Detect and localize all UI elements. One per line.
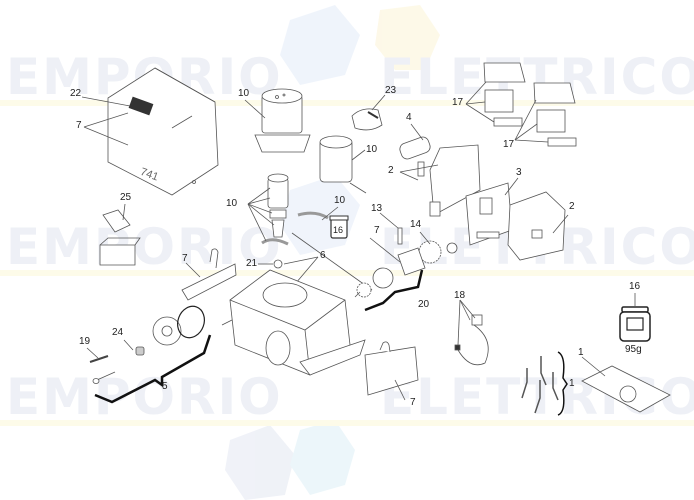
small-jar-label: 16 <box>333 225 344 235</box>
rotor-part <box>261 173 329 246</box>
cable-bracket-part <box>181 248 237 301</box>
model-marking: 741 <box>139 166 160 184</box>
hexagon-logo-icon <box>280 5 360 85</box>
motor-bell-part <box>254 88 311 153</box>
gear-shaft-part <box>354 227 458 298</box>
callout-5: 5 <box>162 381 168 392</box>
callout-20: 20 <box>418 299 430 310</box>
base-cover-part <box>364 341 419 396</box>
capacitor-part <box>399 136 431 160</box>
callout-10: 10 <box>226 198 238 209</box>
microswitch-part <box>454 314 489 366</box>
callout-7: 7 <box>182 253 188 264</box>
callout-19: 19 <box>79 336 91 347</box>
faac-badge-icon <box>128 96 154 116</box>
callout-18: 18 <box>454 290 466 301</box>
packaging-box-part <box>99 209 141 266</box>
control-board-part <box>465 182 513 246</box>
callout-25: 25 <box>120 192 132 203</box>
callout-7: 7 <box>410 397 416 408</box>
callout-14: 14 <box>410 219 422 230</box>
callout-2: 2 <box>569 201 575 212</box>
callout-23: 23 <box>385 85 397 96</box>
callout-6: 6 <box>320 250 326 261</box>
release-cap-part <box>351 108 383 131</box>
foundation-plate-part <box>581 365 671 413</box>
watermark-text: EMPORIO <box>6 368 283 426</box>
board-cover-part <box>507 191 566 261</box>
callout-4: 4 <box>406 112 412 123</box>
anchor-bolts-part <box>521 356 559 414</box>
callout-10: 10 <box>334 195 346 206</box>
callout-17: 17 <box>452 97 464 108</box>
release-group-part <box>89 305 205 384</box>
callout-16: 16 <box>629 281 641 292</box>
callout-3: 3 <box>516 167 522 178</box>
callout-22: 22 <box>70 88 82 99</box>
callout-1: 1 <box>578 347 584 358</box>
callout-21: 21 <box>246 258 258 269</box>
callout-17: 17 <box>503 139 515 150</box>
gearbox-body-part <box>221 269 366 376</box>
callout-10: 10 <box>366 144 378 155</box>
limit-switch-part <box>483 62 577 147</box>
cover-part: 741 <box>107 67 219 196</box>
callout-24: 24 <box>112 327 124 338</box>
callout-10: 10 <box>238 88 250 99</box>
callout-13: 13 <box>371 203 383 214</box>
callout-7: 7 <box>76 120 82 131</box>
grease-jar-icon <box>619 306 651 342</box>
small-grease-jar-icon <box>329 215 349 239</box>
callout-1: 1 <box>569 378 575 389</box>
callout-2: 2 <box>388 165 394 176</box>
stator-part <box>319 135 367 194</box>
callout-7: 7 <box>374 225 380 236</box>
grease-weight-label: 95g <box>625 344 642 355</box>
